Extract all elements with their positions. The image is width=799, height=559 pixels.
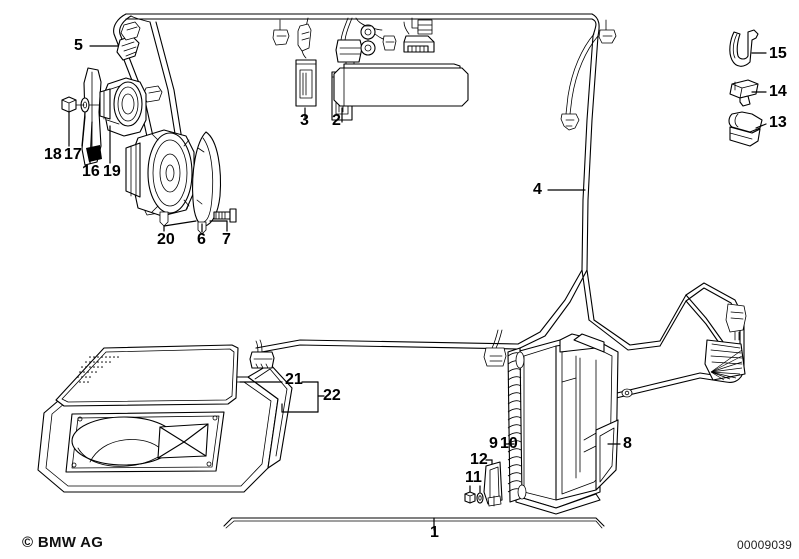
leader-lines (68, 45, 767, 493)
callout-11: 11 (465, 469, 482, 486)
callout-19: 19 (103, 163, 121, 180)
harness-branch-4 (255, 13, 661, 354)
part-21-rear-shelf-cover (55, 344, 239, 407)
callout-14: 14 (769, 83, 787, 100)
callout-7: 7 (222, 231, 231, 248)
part-3-relay-module (295, 17, 317, 107)
callout-4: 4 (533, 181, 542, 198)
callout-15: 15 (769, 45, 787, 62)
part-8-amplifier-housing (515, 333, 619, 515)
callout-3: 3 (300, 112, 309, 129)
bracket-item-1 (223, 517, 605, 531)
harness-pigtail-left-of-4 (560, 33, 599, 131)
part-11-nuts (464, 491, 484, 504)
part-20-mid-speaker (125, 129, 195, 227)
part-19-tweeter-speaker (99, 77, 147, 137)
eyelet-terminal (621, 388, 633, 398)
callout-18: 18 (44, 146, 62, 163)
harness-lower-right-loop (597, 282, 745, 399)
copyright-notice: © BMW AG (22, 534, 104, 551)
callout-16: 16 (82, 163, 100, 180)
callout-22: 22 (323, 387, 341, 404)
connector-above-5 (120, 21, 141, 41)
callout-20: 20 (157, 231, 175, 248)
callout-17: 17 (64, 146, 82, 163)
part-14-clip (729, 79, 759, 107)
part-13-clamp (728, 111, 763, 147)
part-15-cable-hook (729, 29, 759, 67)
callout-21: 21 (285, 371, 303, 388)
callout-9: 9 (489, 435, 498, 452)
round-terminals-group (355, 17, 397, 56)
callout-12: 12 (470, 451, 488, 468)
callout-2: 2 (332, 112, 341, 129)
part-9-10-bass-speaker (507, 347, 527, 503)
connector-near-amp (483, 329, 507, 367)
callout-13: 13 (769, 114, 787, 131)
connector-top-right-hanging (598, 19, 617, 44)
callout-5: 5 (74, 37, 83, 54)
connector-right-loop (725, 303, 747, 341)
callout-8: 8 (623, 435, 632, 452)
control-unit-box (333, 63, 469, 107)
drawing-number: 00009039 (737, 538, 792, 552)
callout-1: 1 (430, 524, 439, 541)
connector-center-big (403, 17, 435, 53)
connector-rear-shelf-plug (249, 339, 275, 369)
callout-6: 6 (197, 231, 206, 248)
part-18-hex-nut (61, 96, 77, 113)
part-7-screw (213, 208, 237, 223)
part-12-bracket (483, 461, 503, 507)
connector-center-a (272, 19, 290, 46)
callout-10: 10 (500, 435, 518, 452)
grille-component-right (704, 339, 746, 381)
